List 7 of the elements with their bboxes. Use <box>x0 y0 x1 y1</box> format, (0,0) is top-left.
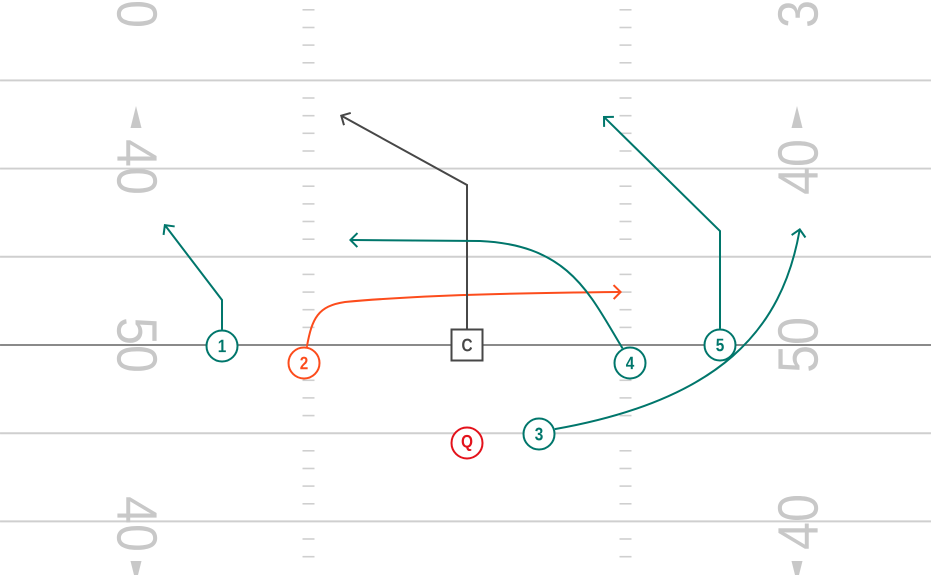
player-square: C <box>450 328 484 362</box>
route-arrow <box>603 116 721 328</box>
route-arrow <box>306 284 622 347</box>
route-arrow <box>340 112 468 328</box>
route-arrow <box>162 224 223 330</box>
route-arrow <box>349 232 624 349</box>
route-arrow <box>554 228 806 430</box>
